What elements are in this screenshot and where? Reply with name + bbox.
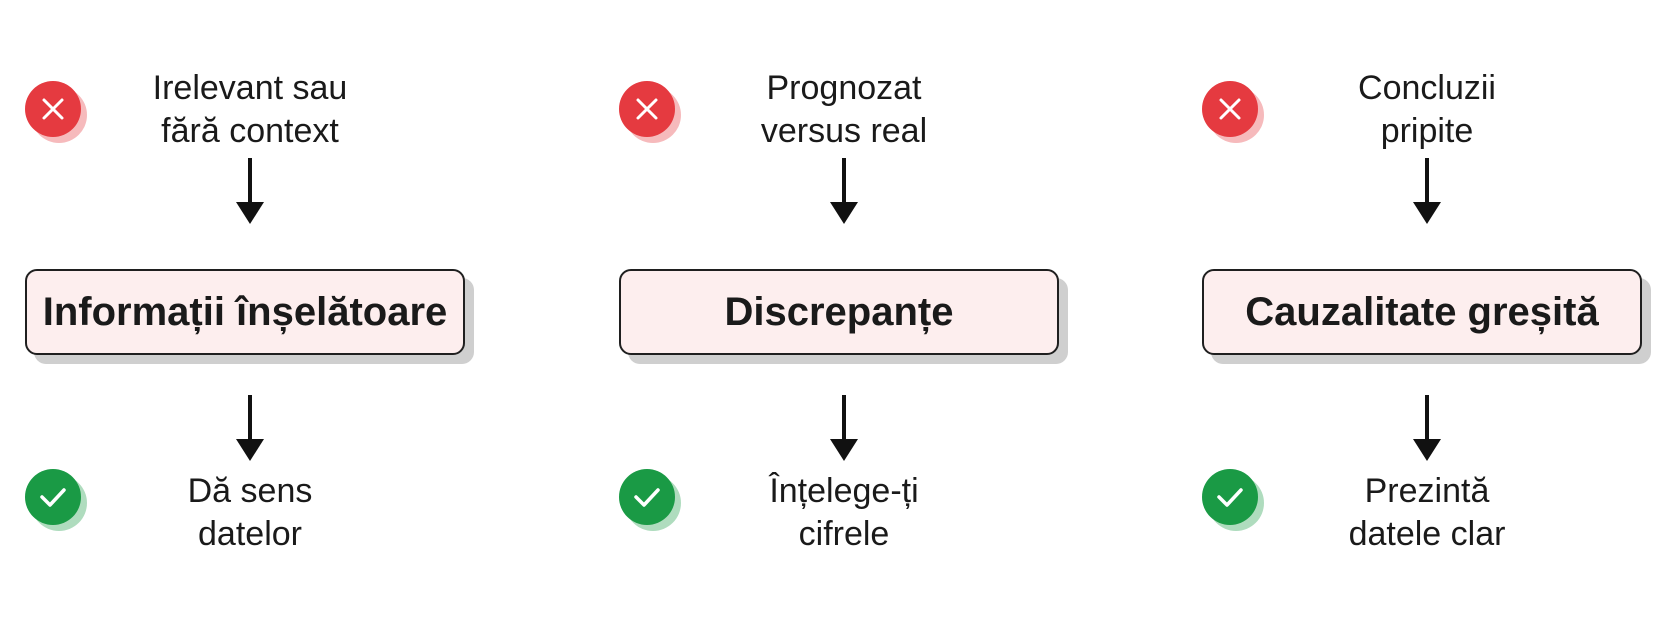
problem-label: Concluzii pripite (1358, 69, 1496, 150)
problem-label: Irelevant sau fără context (152, 69, 348, 150)
x-circle-icon (619, 81, 675, 137)
arrow-down-icon (236, 158, 264, 224)
problem-label: Prognozat versus real (760, 69, 928, 150)
check-circle-icon (25, 469, 81, 525)
concept-box: Cauzalitate greșită (1202, 269, 1642, 355)
check-circle-icon (1202, 469, 1258, 525)
check-circle-icon (619, 469, 675, 525)
concept-box: Discrepanțe (619, 269, 1059, 355)
arrow-down-icon (830, 158, 858, 224)
arrow-down-icon (830, 395, 858, 461)
solution-label: Dă sens datelor (187, 472, 313, 553)
arrow-down-icon (1413, 158, 1441, 224)
column-false-causality: Concluzii pripite Cauzalitate greșită Pr… (1197, 0, 1658, 640)
column-discrepancies: Prognozat versus real Discrepanțe Înțele… (614, 0, 1094, 640)
concept-box: Informații înșelătoare (25, 269, 465, 355)
x-circle-icon (1202, 81, 1258, 137)
solution-label: Înțelege-ți cifrele (769, 472, 919, 553)
solution-label: Prezintă datele clar (1348, 472, 1506, 553)
column-misleading-information: Irelevant sau fără context Informații în… (20, 0, 500, 640)
arrow-down-icon (236, 395, 264, 461)
x-circle-icon (25, 81, 81, 137)
arrow-down-icon (1413, 395, 1441, 461)
